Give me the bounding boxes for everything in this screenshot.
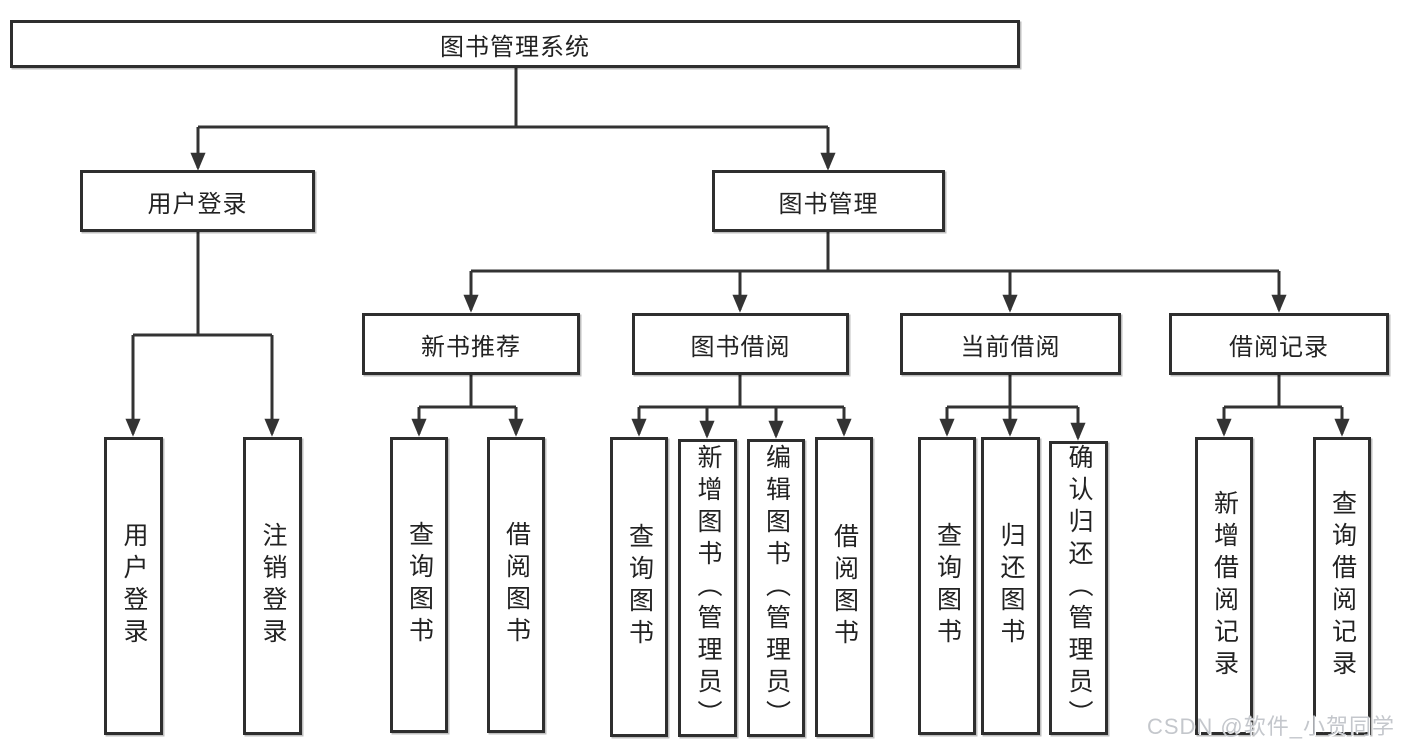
- leaf-record-query: 查询借阅记录: [1313, 437, 1371, 735]
- leaf-current-return-label: 归还图书: [997, 522, 1025, 650]
- wire-newbook-bar: [419, 375, 516, 409]
- node-root-label: 图书管理系统: [440, 33, 590, 61]
- leaf-newbook-query: 查询图书: [390, 437, 448, 733]
- watermark-text: CSDN @软件_小贺同学: [1146, 714, 1395, 739]
- node-new-book-rec-label: 新书推荐: [421, 333, 521, 361]
- node-borrow-record-label: 借阅记录: [1229, 333, 1329, 361]
- leaf-record-add: 新增借阅记录: [1195, 437, 1253, 735]
- leaf-user-login: 用户登录: [104, 437, 163, 735]
- wire-mgmt-bar: [471, 232, 1279, 273]
- node-user-login-label: 用户登录: [147, 190, 248, 218]
- leaf-borrow-edit-admin-label: 编辑图书（管理员）: [762, 444, 791, 732]
- wire-borrow-bar: [639, 375, 844, 409]
- leaf-current-confirm-admin-label: 确认归还（管理员）: [1065, 444, 1093, 732]
- node-root: 图书管理系统: [10, 20, 1020, 68]
- leaf-user-login-label: 用户登录: [120, 522, 148, 650]
- wire-record-bar: [1224, 375, 1342, 409]
- leaf-borrow-add-admin: 新增图书（管理员）: [678, 439, 737, 737]
- node-current-borrow: 当前借阅: [900, 313, 1121, 375]
- leaf-borrow-book-label: 借阅图书: [830, 523, 859, 651]
- leaf-current-return: 归还图书: [981, 437, 1040, 735]
- leaf-current-query-label: 查询图书: [933, 522, 962, 650]
- leaf-borrow-query-label: 查询图书: [625, 523, 654, 651]
- node-book-mgmt-label: 图书管理: [778, 190, 879, 218]
- leaf-logout: 注销登录: [243, 437, 302, 735]
- wire-login-bar: [133, 232, 272, 337]
- node-current-borrow-label: 当前借阅: [960, 333, 1061, 361]
- node-borrow-record: 借阅记录: [1169, 313, 1389, 375]
- leaf-record-query-label: 查询借阅记录: [1328, 490, 1357, 682]
- leaf-logout-label: 注销登录: [259, 522, 287, 650]
- leaf-borrow-query: 查询图书: [610, 437, 668, 737]
- leaf-record-add-label: 新增借阅记录: [1210, 490, 1239, 682]
- leaf-borrow-edit-admin: 编辑图书（管理员）: [747, 439, 805, 737]
- leaf-newbook-borrow-label: 借阅图书: [502, 521, 531, 649]
- leaf-current-query: 查询图书: [918, 437, 976, 735]
- leaf-newbook-borrow: 借阅图书: [487, 437, 545, 733]
- wire-current-bar: [947, 375, 1078, 409]
- leaf-borrow-add-admin-label: 新增图书（管理员）: [694, 444, 722, 732]
- leaf-borrow-book: 借阅图书: [815, 437, 873, 737]
- node-user-login: 用户登录: [80, 170, 315, 232]
- node-book-mgmt: 图书管理: [712, 170, 945, 232]
- leaf-current-confirm-admin: 确认归还（管理员）: [1049, 441, 1108, 735]
- node-book-borrow: 图书借阅: [632, 313, 849, 375]
- leaf-newbook-query-label: 查询图书: [405, 521, 434, 649]
- node-book-borrow-label: 图书借阅: [690, 333, 791, 361]
- node-new-book-rec: 新书推荐: [362, 313, 580, 375]
- wire-root-bar: [198, 68, 828, 129]
